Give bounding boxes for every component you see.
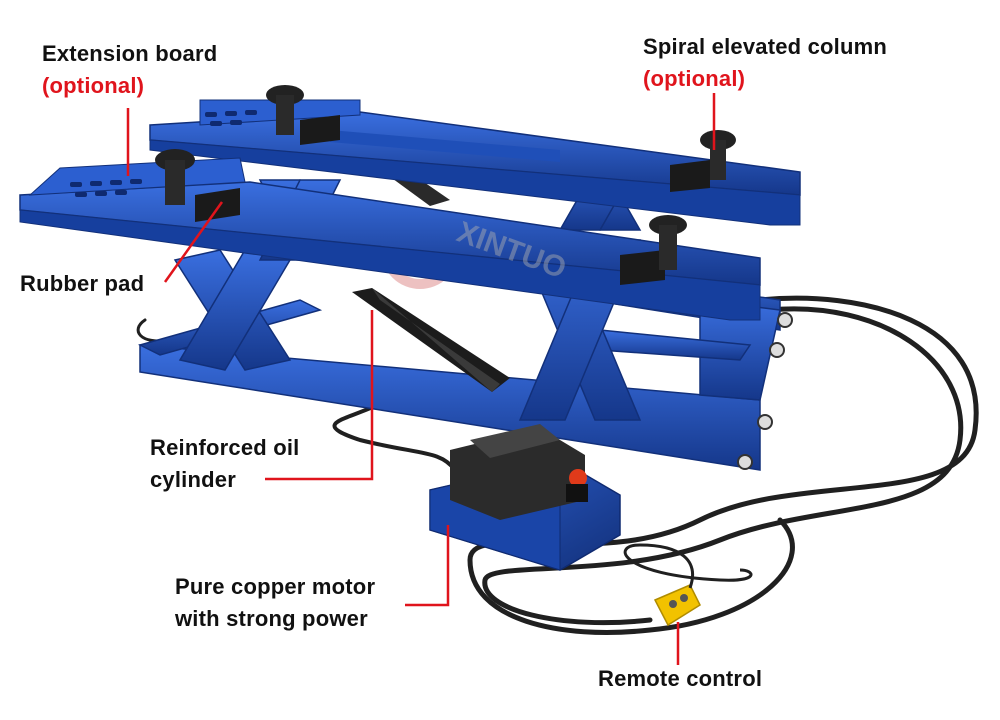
extension-boards <box>70 110 257 197</box>
callout-motor: Pure copper motor with strong power <box>175 571 375 635</box>
remote-control-device <box>623 543 753 627</box>
callout-oil-cylinder-line1: Reinforced oil <box>150 435 300 460</box>
callout-remote: Remote control <box>598 663 762 695</box>
callout-rubber-pad: Rubber pad <box>20 268 144 300</box>
power-unit <box>429 424 621 571</box>
callout-extension-board: Extension board (optional) <box>42 38 217 102</box>
caster-wheels <box>737 312 793 470</box>
rubber-pads <box>195 115 710 285</box>
callout-motor-line2: with strong power <box>175 606 368 631</box>
spiral-columns <box>155 85 736 270</box>
callout-oil-cylinder: Reinforced oil cylinder <box>150 432 300 496</box>
callout-motor-line1: Pure copper motor <box>175 574 376 599</box>
callout-spiral-column-note: (optional) <box>643 66 746 91</box>
callout-rubber-pad-label: Rubber pad <box>20 271 145 296</box>
callout-spiral-column-label: Spiral elevated column <box>643 34 888 59</box>
callout-leaders <box>126 93 716 665</box>
callout-extension-board-note: (optional) <box>42 73 145 98</box>
callout-remote-label: Remote control <box>598 666 763 691</box>
callout-oil-cylinder-line2: cylinder <box>150 467 236 492</box>
callout-extension-board-label: Extension board <box>42 41 218 66</box>
callout-spiral-column: Spiral elevated column (optional) <box>643 31 887 95</box>
